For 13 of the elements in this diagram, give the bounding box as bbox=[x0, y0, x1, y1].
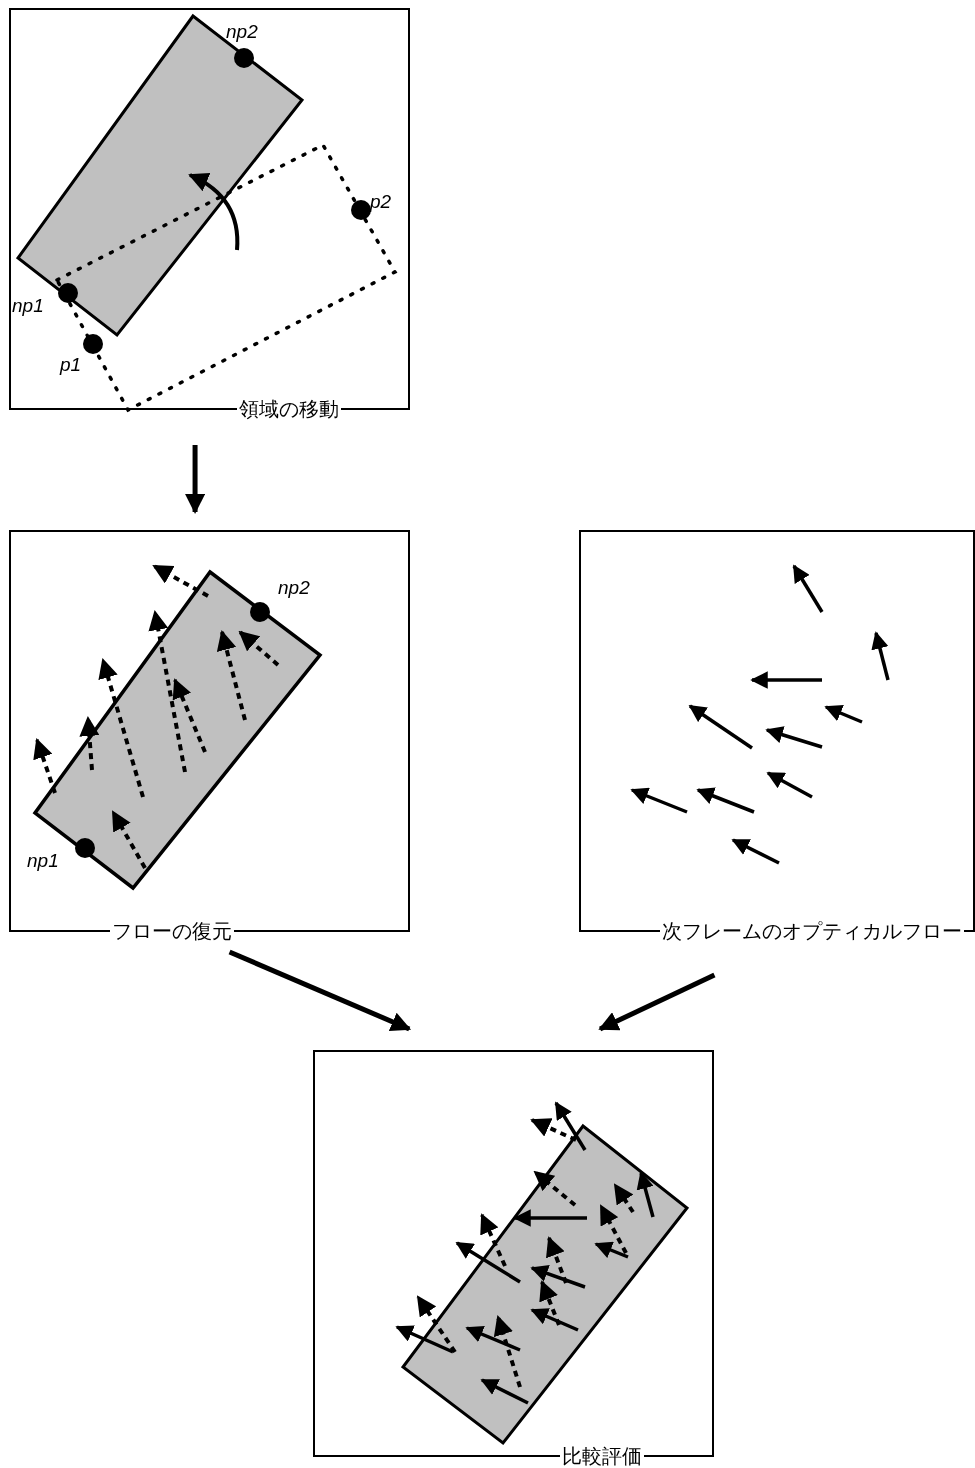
point-label: np1 bbox=[27, 851, 59, 871]
point-label: np1 bbox=[12, 296, 44, 316]
panel-caption: 比較評価 bbox=[560, 1445, 644, 1467]
panel-caption: 次フレームのオプティカルフロー bbox=[660, 920, 964, 942]
panel-caption: 領域の移動 bbox=[237, 398, 341, 420]
arrow bbox=[185, 445, 206, 514]
arrow bbox=[598, 972, 716, 1032]
arrow bbox=[228, 949, 412, 1032]
point-label: np2 bbox=[278, 578, 310, 598]
panel-caption: フローの復元 bbox=[110, 920, 234, 942]
point-label: np2 bbox=[226, 22, 258, 42]
point-label: p1 bbox=[60, 355, 82, 375]
point-label: p2 bbox=[370, 192, 392, 212]
